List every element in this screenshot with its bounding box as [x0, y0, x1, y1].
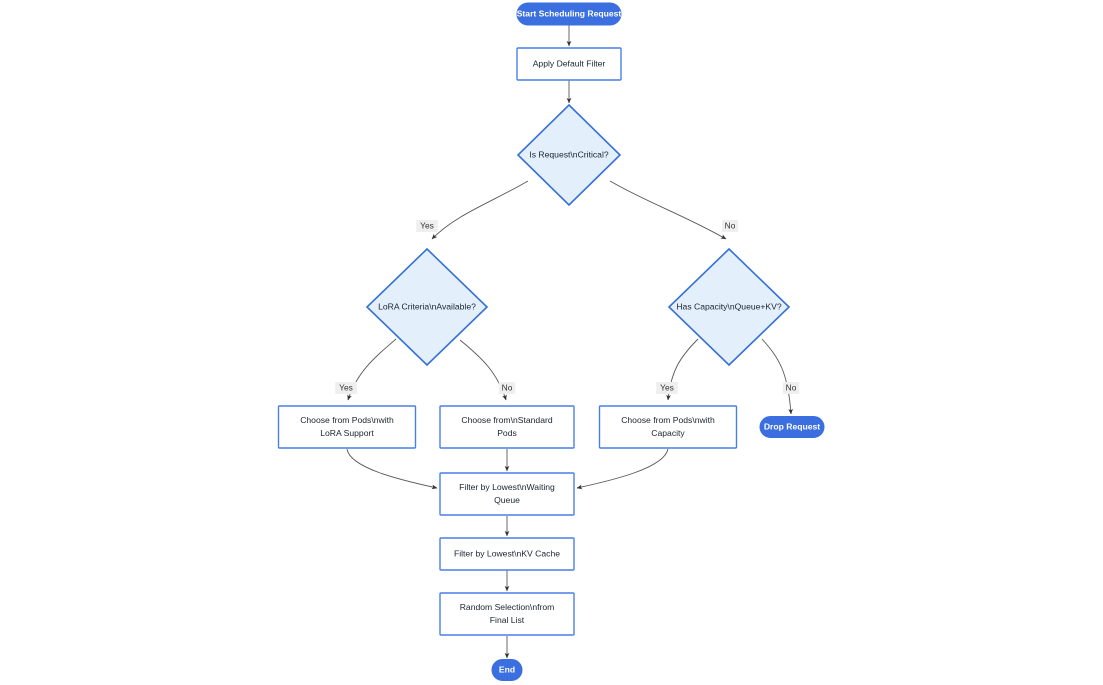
- edge-label-text: Yes: [420, 221, 434, 231]
- node-label: Apply Default Filter: [533, 58, 606, 68]
- flow-edge: [576, 448, 669, 490]
- edge-label-background: [782, 382, 800, 394]
- edges-layer: [346, 25, 793, 659]
- flow-node-drop-request[interactable]: Drop Request: [759, 416, 825, 438]
- node-label: Choose from Pods\nwith: [621, 415, 715, 425]
- edge-label-e3: Yes: [416, 220, 438, 232]
- node-label: Has Capacity\nQueue+KV?: [676, 301, 782, 311]
- node-label: LoRA Criteria\nAvailable?: [378, 301, 476, 311]
- flow-node-filter-kv-cache[interactable]: Filter by Lowest\nKV Cache: [439, 537, 575, 571]
- node-shape-rect: [516, 47, 622, 81]
- node-shape-stadium: [491, 659, 523, 681]
- edge-label-text: No: [502, 383, 513, 393]
- edge-label-background: [656, 382, 678, 394]
- node-label: Filter by Lowest\nKV Cache: [454, 548, 560, 558]
- edge-label-background: [335, 382, 357, 394]
- node-label: Filter by Lowest\nWaiting: [459, 482, 555, 492]
- edge-label-background: [721, 220, 739, 232]
- flow-edge: [761, 338, 793, 415]
- node-label: Start Scheduling Request: [517, 8, 622, 18]
- node-shape-rect: [598, 405, 738, 449]
- edge-label-text: No: [725, 221, 736, 231]
- node-shape-rect: [439, 405, 575, 449]
- node-label: Final List: [490, 615, 525, 625]
- edge-label-background: [498, 382, 516, 394]
- node-shape-diamond: [667, 247, 791, 367]
- node-label: End: [499, 664, 515, 674]
- node-shape-rect: [439, 472, 575, 516]
- flow-edge: [431, 180, 529, 240]
- node-label: Choose from\nStandard: [461, 415, 552, 425]
- edge-label-e4: No: [721, 220, 739, 232]
- edge-label-e7: Yes: [656, 382, 678, 394]
- node-shape-rect: [439, 537, 575, 571]
- node-label: Queue: [494, 495, 520, 505]
- node-label: Random Selection\nfrom: [460, 602, 555, 612]
- node-label: Pods: [497, 428, 517, 438]
- flow-node-is-request-critical[interactable]: Is Request\nCritical?: [516, 103, 622, 207]
- node-label: Is Request\nCritical?: [529, 149, 609, 159]
- node-shape-stadium: [759, 416, 825, 438]
- edge-label-text: No: [786, 383, 797, 393]
- node-shape-stadium: [516, 2, 622, 26]
- node-shape-diamond: [365, 247, 489, 367]
- node-shape-rect: [277, 405, 417, 449]
- flow-node-start[interactable]: Start Scheduling Request: [516, 2, 622, 26]
- node-shape-diamond: [516, 103, 622, 207]
- flow-node-has-capacity[interactable]: Has Capacity\nQueue+KV?: [667, 247, 791, 367]
- node-label: Drop Request: [764, 421, 820, 431]
- edge-label-e5: Yes: [335, 382, 357, 394]
- flow-node-apply-default-filter[interactable]: Apply Default Filter: [516, 47, 622, 81]
- node-label: Capacity: [651, 428, 685, 438]
- flow-edge: [609, 180, 727, 240]
- flow-edge: [346, 448, 438, 490]
- edge-label-e8: No: [782, 382, 800, 394]
- node-label: Choose from Pods\nwith: [300, 415, 394, 425]
- edge-label-background: [416, 220, 438, 232]
- edge-label-e6: No: [498, 382, 516, 394]
- flow-node-lora-criteria-available[interactable]: LoRA Criteria\nAvailable?: [365, 247, 489, 367]
- flow-node-end[interactable]: End: [491, 659, 523, 681]
- node-shape-rect: [439, 592, 575, 636]
- edge-label-text: Yes: [339, 383, 353, 393]
- node-label: LoRA Support: [320, 428, 374, 438]
- edge-label-text: Yes: [660, 383, 674, 393]
